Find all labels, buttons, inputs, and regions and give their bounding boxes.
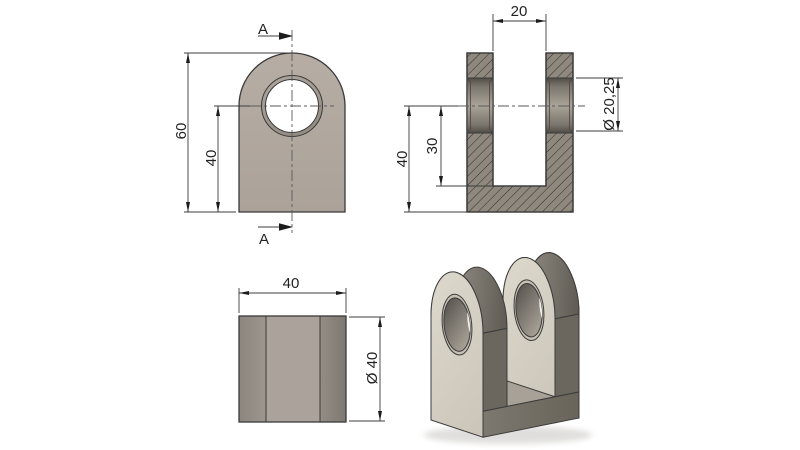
- front-dim-40-label: 40: [203, 150, 220, 167]
- isometric-view: [424, 237, 592, 444]
- section-dim-30: 30: [424, 106, 493, 187]
- arrowhead-right: [536, 19, 546, 23]
- section-dim-40-label: 40: [394, 151, 411, 168]
- bottom-dim-40: 40: [238, 275, 347, 313]
- bottom-dim-dia40: Ø 40: [349, 316, 385, 422]
- section-dim-40: 40: [394, 105, 467, 213]
- bottom-strip-left: [239, 316, 266, 422]
- bottom-strip-right: [320, 316, 346, 422]
- section-dim-20-label: 20: [511, 3, 528, 20]
- iso-front-hole-bore: [444, 294, 470, 355]
- arrowhead-down: [186, 202, 190, 212]
- arrowhead-down: [439, 176, 443, 186]
- front-dim-60: 60: [173, 52, 288, 213]
- arrowhead-up: [616, 78, 620, 88]
- arrowhead-down: [216, 202, 220, 212]
- arrowhead-up: [378, 317, 382, 327]
- bottom-dim-40-label: 40: [283, 275, 300, 292]
- section-bore-band-left: [466, 77, 494, 134]
- front-view: 60 40 A A: [173, 21, 346, 248]
- section-cut-arrow-top: A: [258, 21, 293, 40]
- section-dim-30-label: 30: [424, 138, 441, 155]
- section-arrowhead-bottom: [279, 223, 293, 231]
- bottom-strip-center: [266, 316, 320, 422]
- arrowhead-up: [439, 106, 443, 116]
- front-dim-60-label: 60: [173, 123, 190, 140]
- section-label-top: A: [258, 21, 268, 38]
- section-bore-band-right: [545, 77, 574, 134]
- arrowhead-down: [616, 121, 620, 131]
- arrowhead-up: [216, 106, 220, 116]
- section-label-bottom: A: [259, 231, 269, 248]
- section-arrowhead-top: [279, 32, 293, 40]
- section-dim-bore: Ø 20,25: [576, 77, 623, 132]
- arrowhead-left: [493, 19, 503, 23]
- section-dim-20: 20: [492, 3, 547, 51]
- section-dim-bore-label: Ø 20,25: [601, 77, 618, 130]
- front-dim-40: 40: [203, 106, 220, 212]
- section-view: 20 40 30 Ø 20,25: [394, 3, 623, 213]
- arrowhead-up: [186, 53, 190, 63]
- bottom-view: 40 Ø 40: [238, 275, 385, 423]
- arrowhead-up: [407, 106, 411, 116]
- bottom-outline: [238, 315, 347, 423]
- arrowhead-left: [239, 291, 249, 295]
- iso-back-wall-side-face: [555, 314, 579, 397]
- arrowhead-down: [407, 202, 411, 212]
- arrowhead-down: [378, 411, 382, 421]
- arrowhead-right: [336, 291, 346, 295]
- bottom-dim-dia40-label: Ø 40: [364, 352, 381, 385]
- section-cut-arrow-bottom: A: [258, 223, 293, 248]
- iso-front-wall-side-face: [483, 328, 507, 411]
